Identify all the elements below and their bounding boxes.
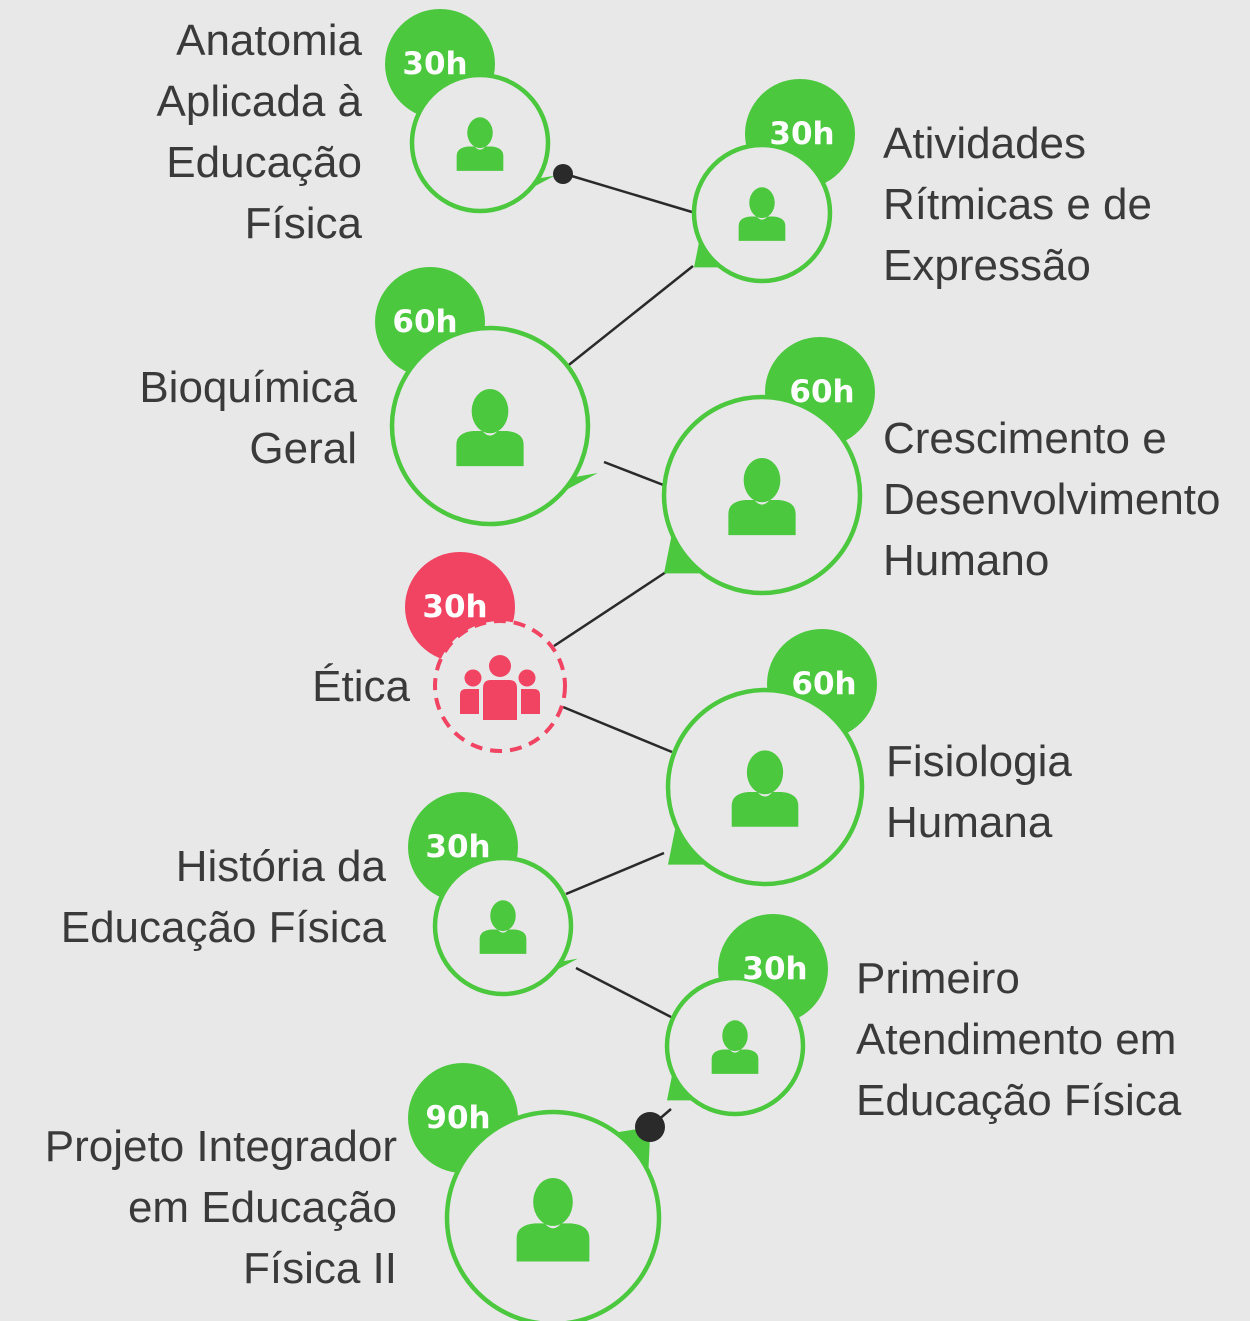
hours-label: 30h	[402, 46, 467, 82]
person-icon	[731, 750, 799, 827]
course-label-line: Geral	[249, 424, 357, 473]
hours-label: 60h	[789, 374, 854, 410]
hours-label: 30h	[422, 589, 487, 625]
course-label-line: História da	[175, 842, 386, 891]
connector-line	[553, 570, 667, 648]
course-label-line: Humano	[883, 536, 1050, 585]
course-label-line: Humana	[886, 798, 1053, 847]
timeline-start-dot	[553, 164, 573, 184]
course-label-line: Crescimento e	[883, 414, 1167, 463]
course-label-line: Bioquímica	[139, 363, 357, 412]
person-icon	[479, 900, 527, 954]
connector-line	[564, 172, 693, 214]
course-label-line: Fisiologia	[886, 737, 1072, 786]
course-node-etica: 30h	[405, 552, 567, 753]
course-label-line: Atendimento em	[856, 1015, 1177, 1064]
connector-line	[562, 705, 673, 754]
course-node-projeto-integrador: 90h	[408, 1063, 662, 1321]
hours-label: 60h	[791, 666, 856, 702]
connector-line	[603, 460, 667, 488]
course-label-line: Projeto Integrador	[44, 1122, 397, 1171]
hours-label: 30h	[742, 951, 807, 987]
course-label-line: Anatomia	[176, 16, 362, 65]
course-label-line: Educação	[166, 138, 362, 187]
course-label-historia: História da Educação Física	[61, 836, 386, 958]
course-label-etica: Ética	[312, 656, 410, 717]
course-label-line: Ética	[312, 662, 410, 711]
timeline-end-dot	[635, 1112, 665, 1142]
bubble-pointer	[537, 958, 578, 981]
connector-line	[575, 966, 672, 1019]
course-node-historia: 30h	[408, 792, 578, 997]
person-icon	[516, 1177, 590, 1262]
course-label-line: Física	[244, 199, 362, 248]
course-node-bioquimica: 60h	[375, 267, 598, 527]
group-icon	[460, 655, 540, 720]
course-label-line: Educação Física	[60, 903, 386, 952]
bubble-pointer	[539, 473, 598, 505]
person-icon	[738, 187, 786, 241]
connector-line	[564, 265, 694, 369]
course-label-line: Aplicada à	[156, 77, 362, 126]
course-label-line: Atividades	[883, 119, 1087, 168]
course-label-line: Educação Física	[856, 1076, 1182, 1125]
course-node-crescimento: 60h	[661, 337, 875, 596]
person-icon	[711, 1020, 759, 1074]
person-icon	[456, 388, 524, 467]
course-label-line: Primeiro	[856, 954, 1020, 1003]
person-icon	[456, 117, 504, 171]
course-node-primeiro-atendimento: 30h	[664, 914, 828, 1117]
course-label-line: Expressão	[883, 241, 1091, 290]
course-node-fisiologia: 60h	[665, 629, 877, 887]
course-label-line: Desenvolvimento	[883, 475, 1221, 524]
course-label-line: Rítmicas e de	[883, 180, 1152, 229]
connector-line	[565, 851, 665, 896]
hours-label: 60h	[392, 304, 457, 340]
course-label-line: em Educação	[127, 1183, 397, 1232]
person-icon	[728, 457, 796, 536]
hours-label: 30h	[769, 116, 834, 152]
course-label-line: Física II	[242, 1244, 397, 1293]
course-node-anatomia: 30h	[385, 9, 555, 214]
bubble-pointer	[514, 175, 555, 198]
hours-label: 90h	[425, 1100, 490, 1136]
course-node-atividades-ritmicas: 30h	[691, 79, 855, 284]
hours-label: 30h	[425, 829, 490, 865]
connector-lines	[553, 172, 694, 1128]
